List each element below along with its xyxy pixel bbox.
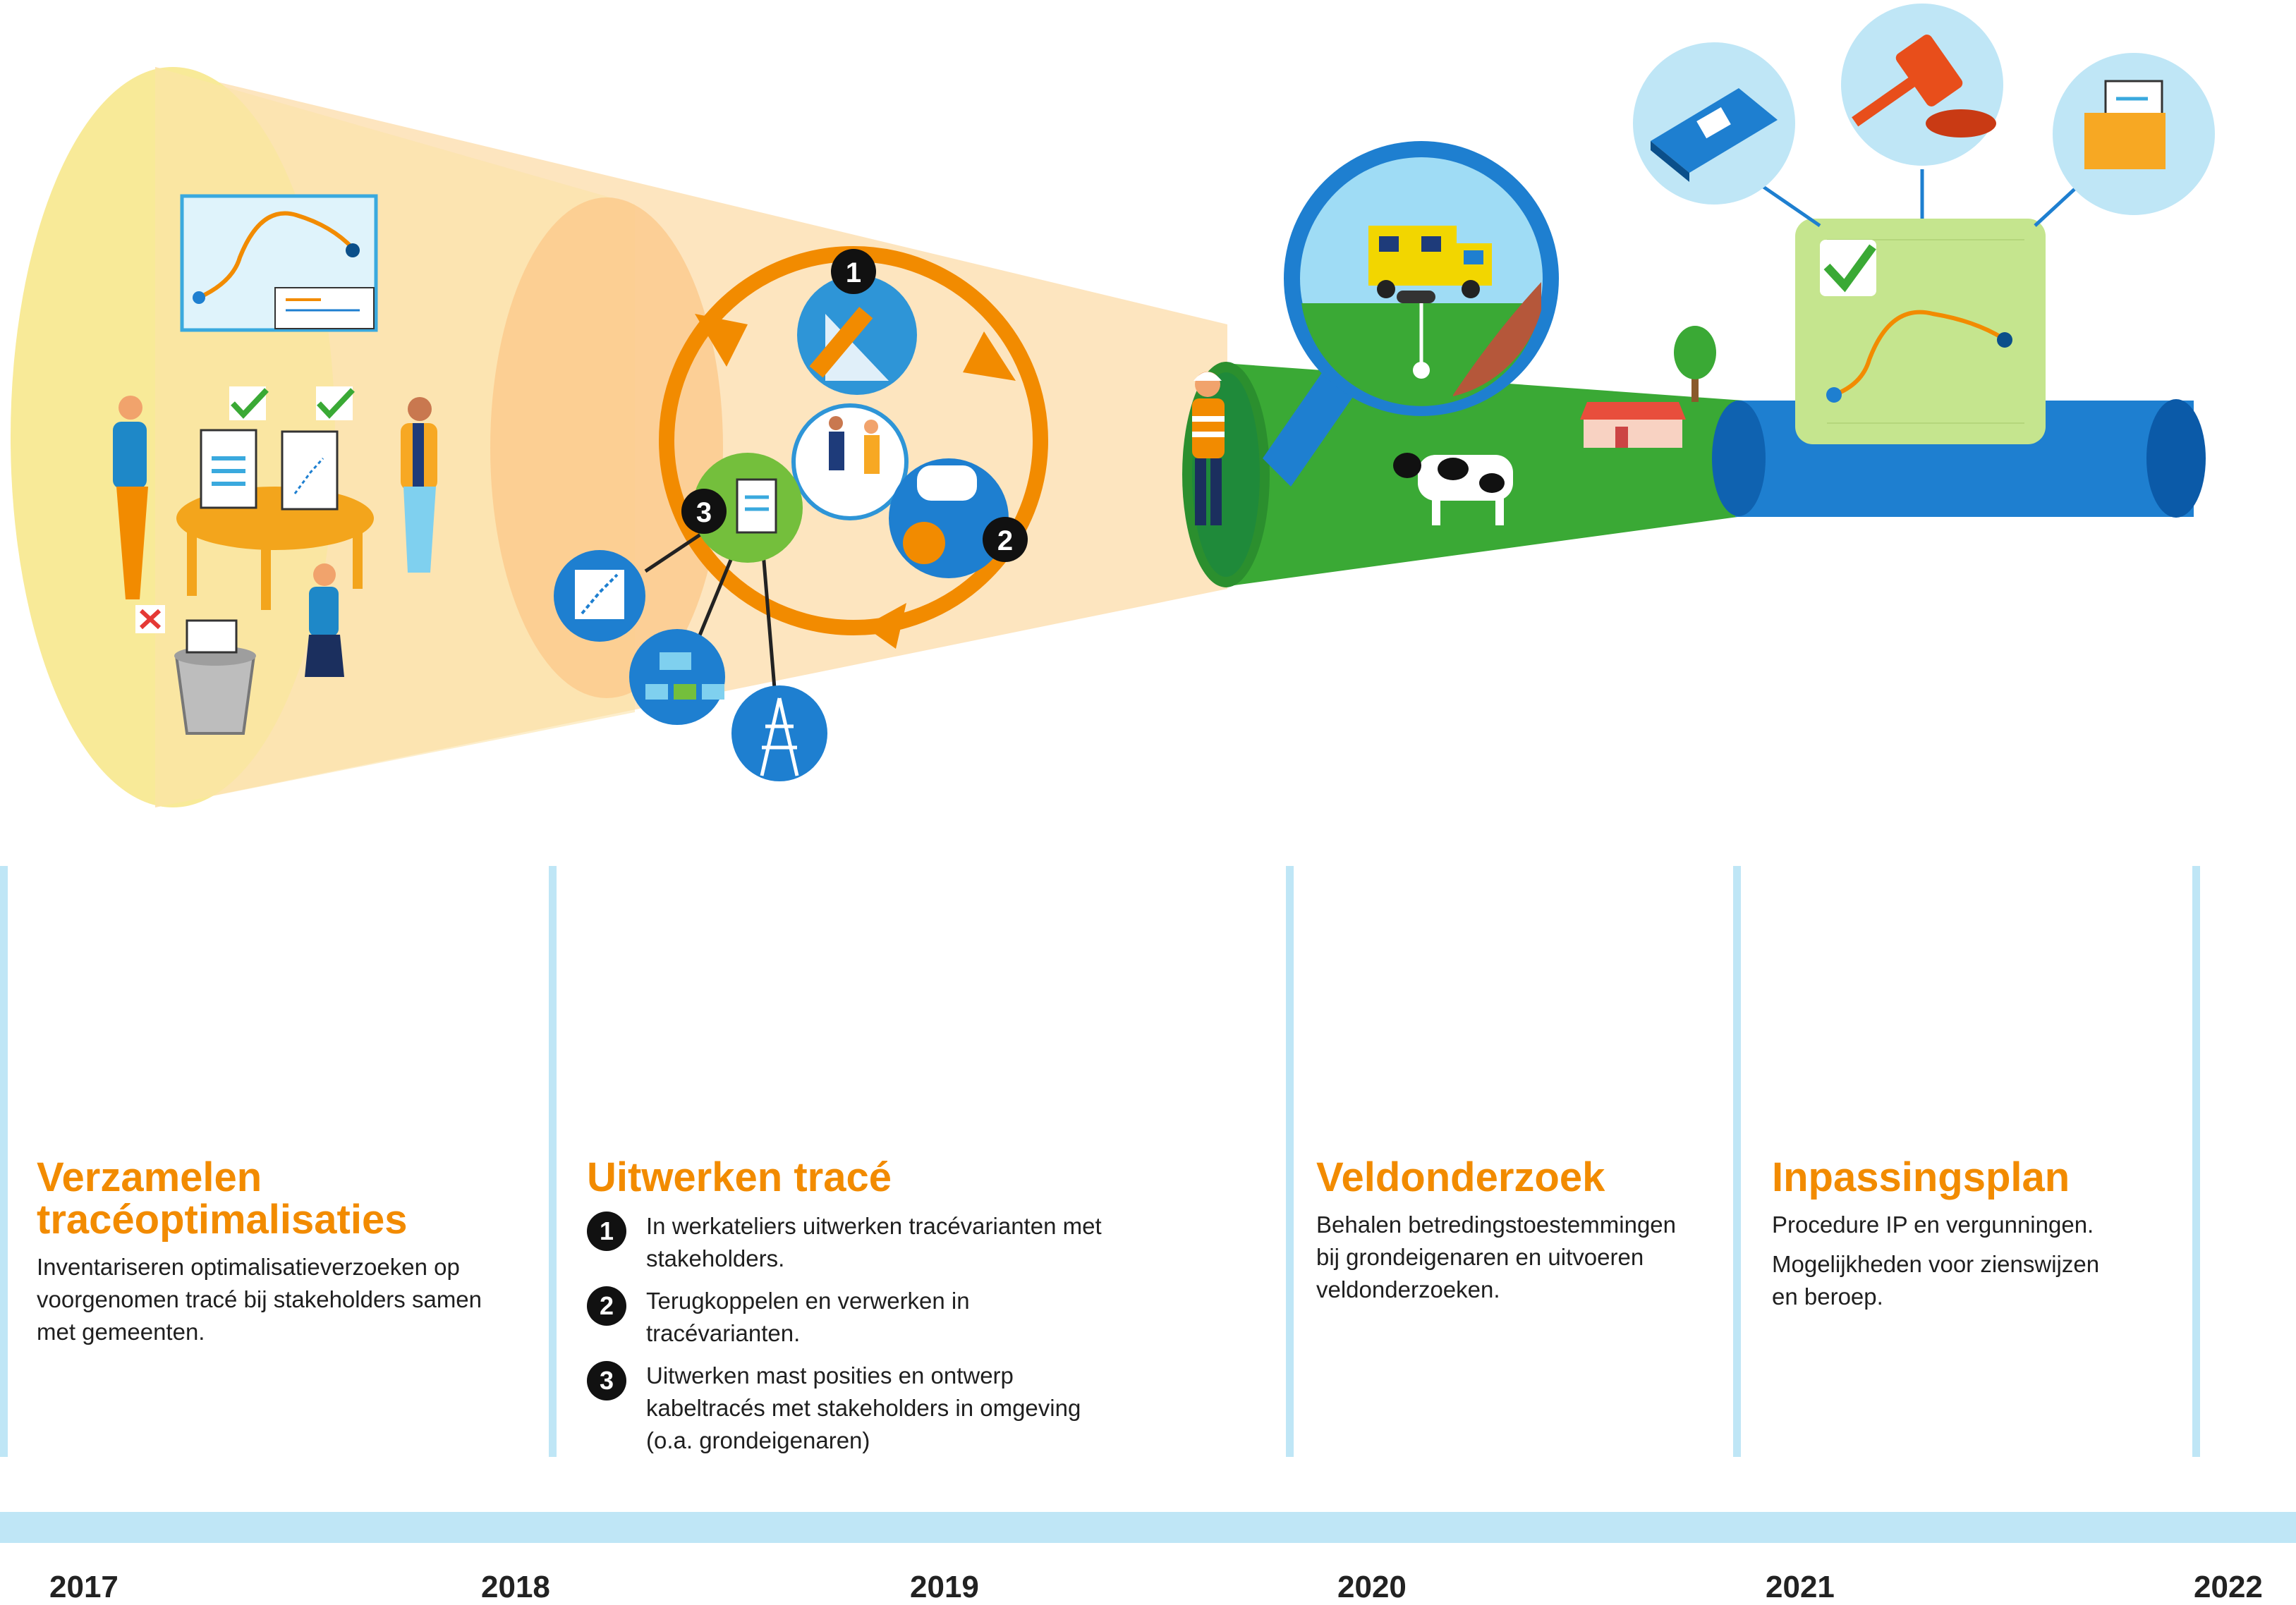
year-label-2019: 2019 (910, 1570, 979, 1604)
gavel-icon (1852, 35, 1996, 138)
phase-verzamelen: Verzamelen tracéoptimalisaties Inventari… (37, 1157, 530, 1348)
drill-truck-icon (1368, 226, 1492, 379)
year-label-2021: 2021 (1766, 1570, 1835, 1604)
cycle-badge-1 (831, 249, 876, 294)
phase-description: Behalen betredingstoestemmingen bij gron… (1316, 1209, 1711, 1306)
divider-2021 (1733, 866, 1741, 1457)
route-document-icon (281, 430, 339, 511)
org-chart-icon (629, 629, 725, 725)
description-line: bij grondeigenaren en uitvoeren (1316, 1244, 1644, 1270)
phase-title: Uitwerken tracé (587, 1154, 892, 1200)
divider-2022 (2192, 866, 2200, 1457)
year-label-2018: 2018 (481, 1570, 550, 1604)
step-line: stakeholders. (646, 1245, 785, 1271)
step-line: Uitwerken mast posities en ontwerp (646, 1362, 1014, 1389)
magnifier-icon (1263, 141, 1559, 487)
description-line: Behalen betredingstoestemmingen (1316, 1212, 1677, 1238)
worker-icon (1192, 372, 1225, 525)
year-label-2017: 2017 (49, 1570, 119, 1604)
description-line: Procedure IP en vergunningen. (1772, 1212, 2094, 1238)
people-meeting-icon (791, 403, 909, 520)
cow-icon (1393, 453, 1513, 525)
cycle-badge-3-label: 3 (696, 497, 712, 528)
phase-title: Veldonderzoek (1316, 1154, 1605, 1200)
approved-chart-icon (1795, 219, 2046, 444)
description-line: Mogelijkheden voor zienswijzen (1772, 1251, 2100, 1277)
description-line: en beroep. (1772, 1283, 1883, 1310)
phase-title-line: tracéoptimalisaties (37, 1197, 408, 1243)
step-line: Terugkoppelen en verwerken in (646, 1288, 970, 1314)
divider-2018 (549, 866, 557, 1457)
year-label-2022: 2022 (2194, 1570, 2263, 1604)
divider-2019-2020 (1286, 866, 1294, 1457)
cycle-diagram: 1 2 3 (554, 246, 1048, 781)
meeting-scene (113, 386, 437, 735)
phase-veldonderzoek: Veldonderzoek Behalen betredingstoestemm… (1316, 1157, 1711, 1306)
step-2: 2 Terugkoppelen en verwerken in tracévar… (587, 1285, 1193, 1350)
description-line: veldonderzoeken. (1316, 1276, 1500, 1302)
farm-icon (1580, 402, 1686, 448)
folder-icon (2084, 80, 2166, 169)
step-line: tracévarianten. (646, 1320, 801, 1346)
description-line: voorgenomen tracé bij stakeholders samen (37, 1286, 482, 1312)
step-line: kabeltracés met stakeholders in omgeving (646, 1395, 1081, 1421)
cycle-badge-2-label: 2 (997, 525, 1013, 556)
cycle-badge-1-label: 1 (846, 257, 861, 288)
step-1: 1 In werkateliers uitwerken tracévariant… (587, 1210, 1193, 1275)
phase-description: Procedure IP en vergunningen. (1772, 1209, 2181, 1241)
step-line: In werkateliers uitwerken tracévarianten… (646, 1213, 1102, 1239)
trash-bin-icon (174, 619, 256, 735)
phase-title: Verzamelen tracéoptimalisaties (37, 1157, 530, 1241)
phase-uitwerken: Uitwerken tracé 1 In werkateliers uitwer… (587, 1157, 1193, 1457)
timeline-bar (0, 1512, 2296, 1543)
chart-board-icon (180, 194, 378, 332)
phase-title-line: Verzamelen (37, 1154, 262, 1200)
book-icon (1651, 88, 1778, 182)
phase-title: Inpassingsplan (1772, 1154, 2070, 1200)
divider-2017 (0, 866, 8, 1457)
phase-description: Mogelijkheden voor zienswijzen en beroep… (1772, 1248, 2181, 1313)
cycle-badge-2 (983, 517, 1028, 562)
top-icons (1633, 4, 2215, 228)
step-number-badge: 2 (587, 1286, 626, 1326)
year-label-2020: 2020 (1337, 1570, 1407, 1604)
process-illustration: 1 2 3 (11, 4, 2215, 807)
phase-description: Inventariseren optimalisatieverzoeken op… (37, 1251, 530, 1348)
tree-icon (1674, 326, 1716, 402)
description-line: met gemeenten. (37, 1319, 205, 1345)
description-line: Inventariseren optimalisatieverzoeken op (37, 1254, 460, 1280)
step-line: (o.a. grondeigenaren) (646, 1427, 870, 1453)
step-number-badge: 3 (587, 1361, 626, 1400)
cycle-badge-3 (681, 489, 727, 534)
phase-inpassingsplan: Inpassingsplan Procedure IP en vergunnin… (1772, 1157, 2181, 1313)
step-3: 3 Uitwerken mast posities en ontwerp kab… (587, 1360, 1193, 1457)
step-number-badge: 1 (587, 1212, 626, 1251)
pylon-icon (731, 685, 827, 781)
